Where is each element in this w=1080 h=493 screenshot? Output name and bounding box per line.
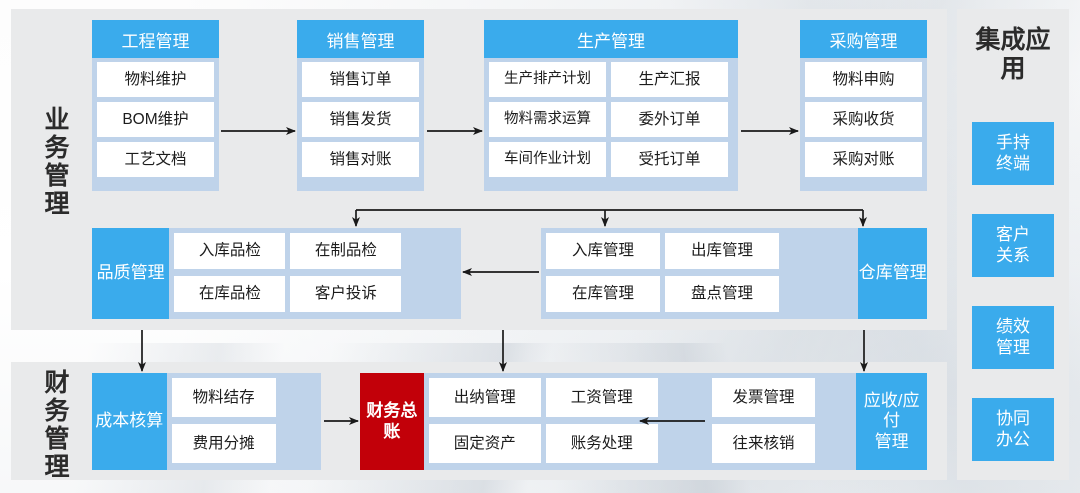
tile-ledger-1[interactable]: 工资管理 [545, 378, 658, 417]
tile-purchasing-1[interactable]: 采购收货 [805, 102, 922, 137]
tile-sales-2[interactable]: 销售对账 [302, 142, 419, 177]
module-warehouse-label: 仓库管理 [858, 228, 927, 319]
tile-receivable-1[interactable]: 往来核销 [712, 424, 815, 463]
module-receivable-payable[interactable]: 发票管理 往来核销 应收/应付 管理 [707, 373, 927, 470]
tile-engineering-2[interactable]: 工艺文档 [97, 142, 214, 177]
tile-ledger-3[interactable]: 账务处理 [545, 424, 658, 463]
tile-sales-0[interactable]: 销售订单 [302, 62, 419, 97]
finance-management-title: 财务管理 [44, 369, 70, 481]
module-production-header: 生产管理 [484, 20, 738, 58]
integrated-apps-title: 集成应用 [975, 26, 1051, 83]
module-purchasing[interactable]: 采购管理 物料申购 采购收货 采购对账 [800, 20, 927, 191]
module-receivable-payable-label: 应收/应付 管理 [856, 373, 927, 470]
module-quality[interactable]: 品质管理 入库品检 在制品检 在库品检 客户投诉 [92, 228, 461, 319]
tile-production-4[interactable]: 车间作业计划 [489, 142, 606, 177]
tile-quality-2[interactable]: 在库品检 [174, 276, 286, 312]
tile-ledger-2[interactable]: 固定资产 [428, 424, 541, 463]
tile-receivable-0[interactable]: 发票管理 [712, 378, 815, 417]
business-management-title: 业务管理 [44, 106, 70, 218]
rail-item-customer-relations[interactable]: 客户 关系 [972, 214, 1054, 277]
tile-quality-3[interactable]: 客户投诉 [290, 276, 402, 312]
tile-sales-1[interactable]: 销售发货 [302, 102, 419, 137]
module-quality-label: 品质管理 [92, 228, 170, 319]
tile-quality-1[interactable]: 在制品检 [290, 233, 402, 269]
tile-warehouse-2[interactable]: 在库管理 [546, 276, 660, 312]
tile-production-2[interactable]: 物料需求运算 [489, 102, 606, 137]
module-warehouse[interactable]: 入库管理 出库管理 在库管理 盘点管理 仓库管理 [541, 228, 927, 319]
tile-production-1[interactable]: 生产汇报 [611, 62, 728, 97]
module-production[interactable]: 生产管理 生产排产计划 生产汇报 物料需求运算 委外订单 车间作业计划 受托订单 [484, 20, 738, 191]
module-engineering-header: 工程管理 [92, 20, 219, 58]
module-general-ledger-label: 财务总账 [360, 373, 424, 470]
tile-engineering-0[interactable]: 物料维护 [97, 62, 214, 97]
tile-production-5[interactable]: 受托订单 [611, 142, 728, 177]
rail-item-collaborative-office[interactable]: 协同 办公 [972, 398, 1054, 461]
tile-purchasing-0[interactable]: 物料申购 [805, 62, 922, 97]
tile-cost-1[interactable]: 费用分摊 [171, 424, 276, 463]
tile-warehouse-1[interactable]: 出库管理 [665, 233, 779, 269]
tile-warehouse-0[interactable]: 入库管理 [546, 233, 660, 269]
tile-ledger-0[interactable]: 出纳管理 [428, 378, 541, 417]
tile-production-3[interactable]: 委外订单 [611, 102, 728, 137]
module-general-ledger[interactable]: 财务总账 出纳管理 工资管理 固定资产 账务处理 [360, 373, 707, 470]
module-engineering[interactable]: 工程管理 物料维护 BOM维护 工艺文档 [92, 20, 219, 191]
module-sales[interactable]: 销售管理 销售订单 销售发货 销售对账 [297, 20, 424, 191]
rail-item-performance-management[interactable]: 绩效 管理 [972, 306, 1054, 369]
tile-purchasing-2[interactable]: 采购对账 [805, 142, 922, 177]
tile-engineering-1[interactable]: BOM维护 [97, 102, 214, 137]
tile-cost-0[interactable]: 物料结存 [171, 378, 276, 417]
tile-production-0[interactable]: 生产排产计划 [489, 62, 606, 97]
tile-warehouse-3[interactable]: 盘点管理 [665, 276, 779, 312]
tile-quality-0[interactable]: 入库品检 [174, 233, 286, 269]
module-cost-accounting[interactable]: 成本核算 物料结存 费用分摊 [92, 373, 321, 470]
module-purchasing-header: 采购管理 [800, 20, 927, 58]
module-sales-header: 销售管理 [297, 20, 424, 58]
module-cost-accounting-label: 成本核算 [92, 373, 167, 470]
rail-item-handheld-terminal[interactable]: 手持 终端 [972, 122, 1054, 185]
